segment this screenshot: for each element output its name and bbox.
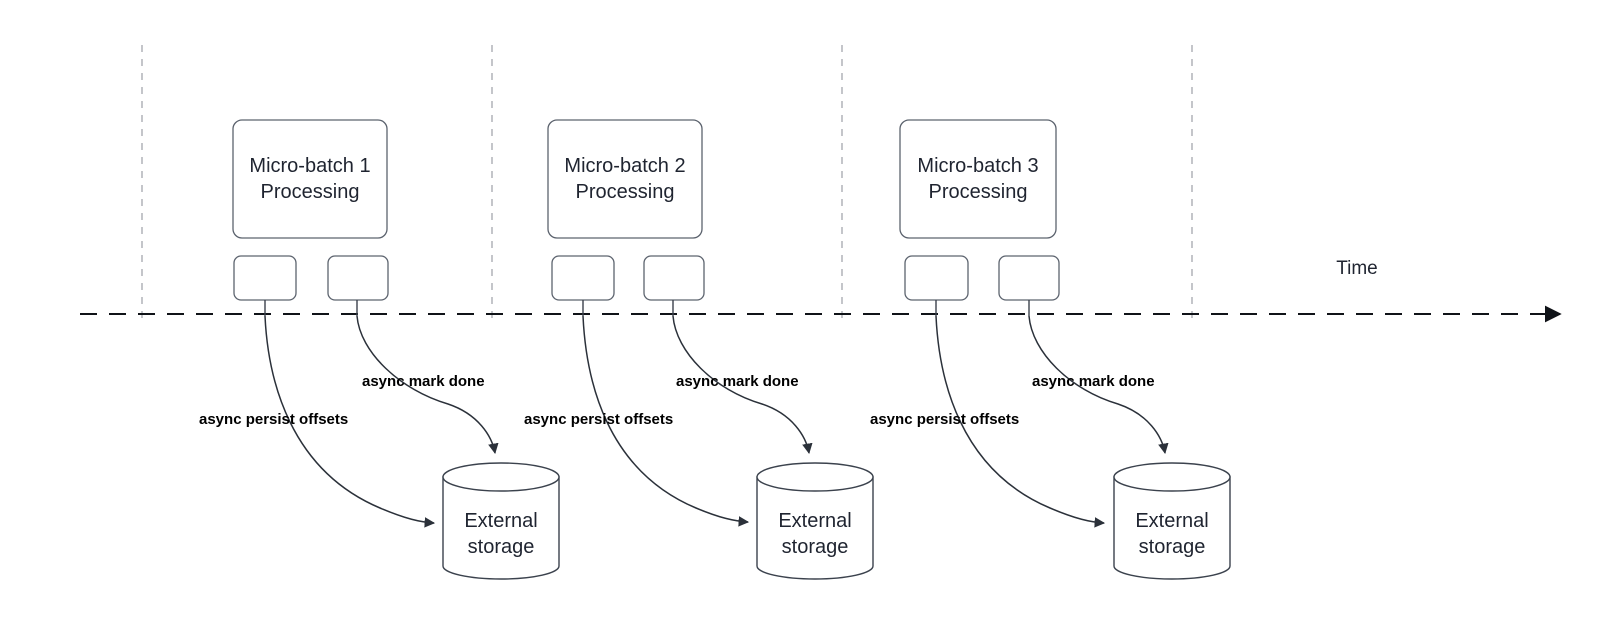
task-box-2b[interactable] <box>643 255 705 301</box>
flow-persist-offsets-2 <box>582 315 750 527</box>
micro-batch-box-2[interactable] <box>547 119 703 239</box>
external-storage-2-line1: External <box>778 510 851 532</box>
micro-batch-box-3-line2: Processing <box>929 181 1028 203</box>
external-storage-cylinder-3[interactable]: External storage <box>1113 462 1231 580</box>
external-storage-1-line2: storage <box>468 536 535 558</box>
group-micro-batch-3: Micro-batch 3 Processing async mark done… <box>870 119 1231 580</box>
micro-batch-box-1[interactable] <box>232 119 388 239</box>
edge-label-persist-offsets-2: async persist offsets <box>524 411 673 428</box>
external-storage-cylinder-2[interactable]: External storage <box>756 462 874 580</box>
edge-label-persist-offsets-3: async persist offsets <box>870 411 1019 428</box>
micro-batch-box-2-line2: Processing <box>576 181 675 203</box>
external-storage-3-line1: External <box>1135 510 1208 532</box>
flow-mark-done-1 <box>356 315 499 455</box>
group-micro-batch-2: Micro-batch 2 Processing async mark done… <box>524 119 874 580</box>
cylinder-top-ellipse-3 <box>1113 462 1231 492</box>
edge-label-mark-done-3: async mark done <box>1032 373 1155 390</box>
cylinder-top-ellipse-2 <box>756 462 874 492</box>
task-box-1a[interactable] <box>233 255 297 301</box>
flow-mark-done-3 <box>1028 315 1169 455</box>
task-box-1b[interactable] <box>327 255 389 301</box>
task-box-2a[interactable] <box>551 255 615 301</box>
flow-mark-done-2 <box>672 315 813 455</box>
flow-persist-offsets-1 <box>264 315 436 528</box>
external-storage-1-line1: External <box>464 510 537 532</box>
edge-label-persist-offsets-1: async persist offsets <box>199 411 348 428</box>
external-storage-2-line2: storage <box>782 536 849 558</box>
lane-dividers <box>141 45 1193 318</box>
edge-label-mark-done-2: async mark done <box>676 373 799 390</box>
edge-label-mark-done-1: async mark done <box>362 373 485 390</box>
micro-batch-box-3[interactable] <box>899 119 1057 239</box>
flow-persist-offsets-3 <box>935 315 1106 528</box>
cylinder-top-ellipse-1 <box>442 462 560 492</box>
micro-batch-box-2-line1: Micro-batch 2 <box>564 155 685 177</box>
time-axis-label: Time <box>1336 258 1378 279</box>
task-box-3b[interactable] <box>998 255 1060 301</box>
micro-batch-box-1-line2: Processing <box>261 181 360 203</box>
micro-batch-box-3-line1: Micro-batch 3 <box>917 155 1038 177</box>
external-storage-cylinder-1[interactable]: External storage <box>442 462 560 580</box>
external-storage-3-line2: storage <box>1139 536 1206 558</box>
group-micro-batch-1: Micro-batch 1 Processing async mark done… <box>199 119 560 580</box>
micro-batch-box-1-line1: Micro-batch 1 <box>249 155 370 177</box>
task-box-3a[interactable] <box>904 255 969 301</box>
